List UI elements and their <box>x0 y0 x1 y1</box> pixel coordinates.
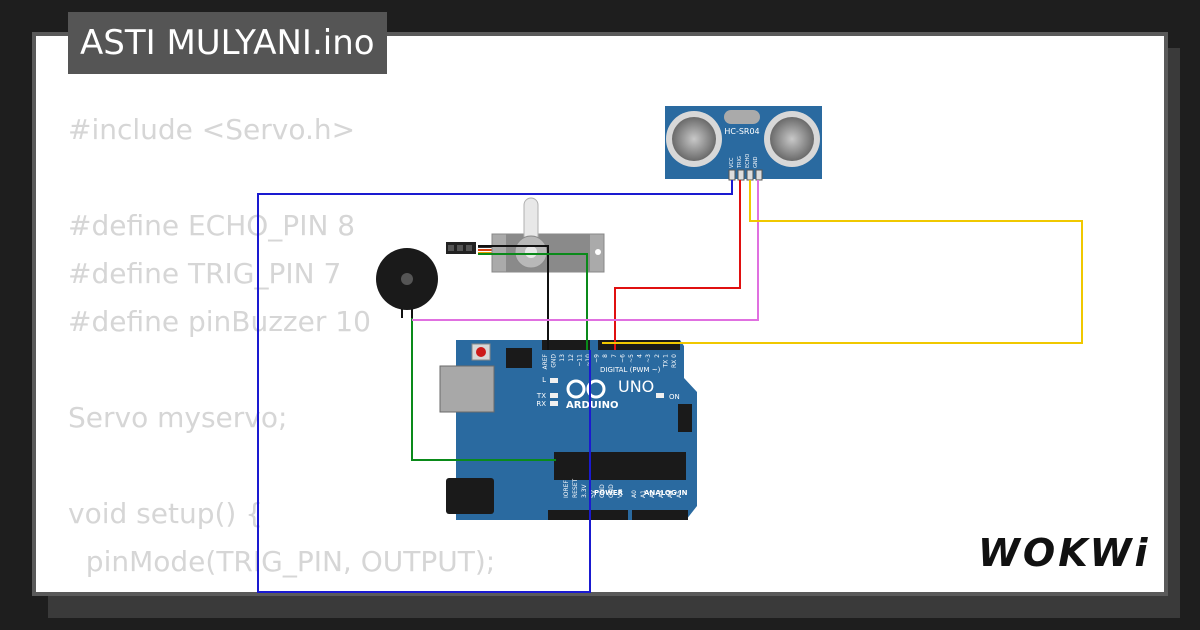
sensor-pin-header[interactable] <box>755 169 763 181</box>
atmega-chip <box>554 452 686 480</box>
pin-label: VCC <box>729 157 735 168</box>
icsp-header <box>506 348 532 368</box>
sensor-crystal <box>724 110 760 124</box>
pin-label: A4 <box>667 490 674 498</box>
arduino-model: UNO <box>618 377 654 396</box>
analog-label: ANALOG IN <box>644 489 688 497</box>
code-line: #include <Servo.h> <box>68 113 356 146</box>
pin-label: 3.3V <box>581 483 588 498</box>
servo-motor[interactable] <box>446 197 605 273</box>
usb-connector <box>439 365 495 413</box>
pin-label: GND <box>608 484 615 498</box>
power-jack <box>446 478 494 514</box>
pin-label: TRIG <box>737 156 743 169</box>
wire-pink-gnd[interactable] <box>412 180 759 321</box>
code-line: #define TRIG_PIN 7 <box>68 257 342 290</box>
digital-header-left <box>542 340 590 350</box>
pin-label: ~5 <box>628 354 635 363</box>
led-label-l: L <box>542 376 546 384</box>
svg-text:WOKWi: WOKWi <box>978 531 1151 575</box>
pin-label: AREF <box>542 353 549 369</box>
pin-label: A3 <box>658 490 665 498</box>
led-tx <box>550 393 558 398</box>
on-label: ON <box>669 393 680 401</box>
buzzer-hole <box>401 273 413 285</box>
icsp2-header <box>678 404 692 432</box>
sensor-pin-header[interactable] <box>746 169 754 181</box>
code-line: Servo myservo; <box>68 401 288 434</box>
wire-blue-vcc[interactable] <box>257 180 733 593</box>
wokwi-logo: WOKWi <box>978 531 1151 575</box>
led-l <box>550 378 558 383</box>
pin-label: ~9 <box>594 354 601 363</box>
led-label-tx: TX <box>536 392 546 400</box>
pin-label: GND <box>599 484 606 498</box>
pin-label: ~6 <box>619 354 626 363</box>
wire-green-servo-signal[interactable] <box>478 253 588 350</box>
led-on <box>656 393 664 398</box>
sensor-transducer-left <box>672 117 716 161</box>
piezo-buzzer[interactable] <box>376 248 438 318</box>
wire-red-trig[interactable] <box>614 180 741 350</box>
pin-label: 12 <box>568 354 575 362</box>
wire-yellow-echo[interactable] <box>602 180 1083 344</box>
led-label-rx: RX <box>536 400 546 408</box>
pin-label: 5V <box>590 489 597 498</box>
pin-label: RESET <box>572 478 579 498</box>
wire-black-servo-gnd[interactable] <box>478 245 549 350</box>
pin-label: 2 <box>654 354 661 358</box>
pin-label: A0 <box>631 490 638 498</box>
sensor-pin-header[interactable] <box>737 169 745 181</box>
digital-header-right <box>598 340 680 350</box>
sensor-model-label: HC-SR04 <box>724 127 759 136</box>
wires <box>257 180 1083 593</box>
pin-label: RX 0 <box>671 354 678 368</box>
code-preview: #include <Servo.h> #define ECHO_PIN 8 #def… <box>68 106 495 592</box>
project-title[interactable]: ASTI MULYANI.ino <box>68 12 387 74</box>
pin-label: 13 <box>559 354 566 362</box>
servo-cable-red <box>478 249 492 251</box>
pin-label: ~3 <box>645 354 652 363</box>
led-rx <box>550 401 558 406</box>
pin-label: IOREF <box>563 480 570 498</box>
reset-button[interactable] <box>476 347 486 357</box>
arduino-brand: ARDUINO <box>566 400 618 411</box>
power-label: POWER <box>594 489 624 497</box>
pin-label: ~10 <box>585 354 592 367</box>
sensor-pin-header[interactable] <box>728 169 736 181</box>
wire-green-buzzer-gnd[interactable] <box>411 318 556 461</box>
pin-label: 8 <box>602 354 609 358</box>
pin-label: A1 <box>640 490 647 498</box>
pin-label: GND <box>551 354 558 368</box>
arduino-infinity-logo <box>566 379 606 399</box>
pin-label: A2 <box>649 490 656 498</box>
pin-label: TX 1 <box>662 354 669 369</box>
pin-label: ~11 <box>576 354 583 367</box>
pin-label: GND <box>753 156 759 168</box>
code-line: #define ECHO_PIN 8 <box>68 209 356 242</box>
power-header <box>548 510 628 520</box>
pin-label: 4 <box>637 354 644 358</box>
code-line: pinMode(TRIG_PIN, OUTPUT); <box>68 545 496 578</box>
pin-label: Vin <box>617 488 624 498</box>
digital-label: DIGITAL (PWM ~) <box>600 366 661 374</box>
pin-label: 7 <box>611 354 618 358</box>
sensor-transducer-right <box>770 117 814 161</box>
pin-label: A5 <box>676 490 683 498</box>
pin-label: ECHO <box>745 154 751 168</box>
analog-header <box>632 510 688 520</box>
